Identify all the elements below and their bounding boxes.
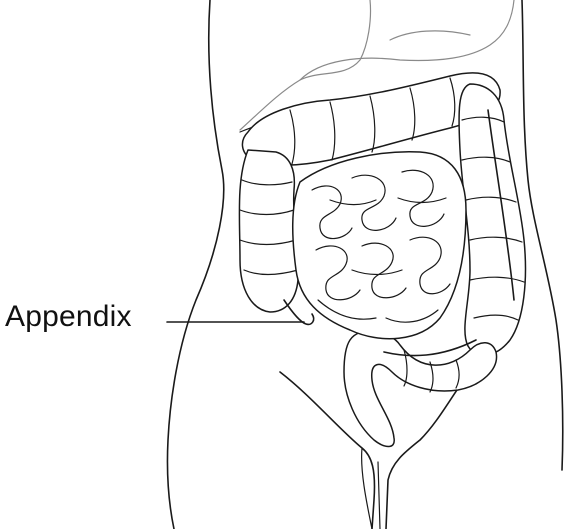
appendix-label: Appendix	[5, 300, 132, 334]
descending-colon	[459, 84, 525, 355]
sigmoid-colon	[344, 331, 497, 447]
small-intestine	[293, 152, 466, 339]
